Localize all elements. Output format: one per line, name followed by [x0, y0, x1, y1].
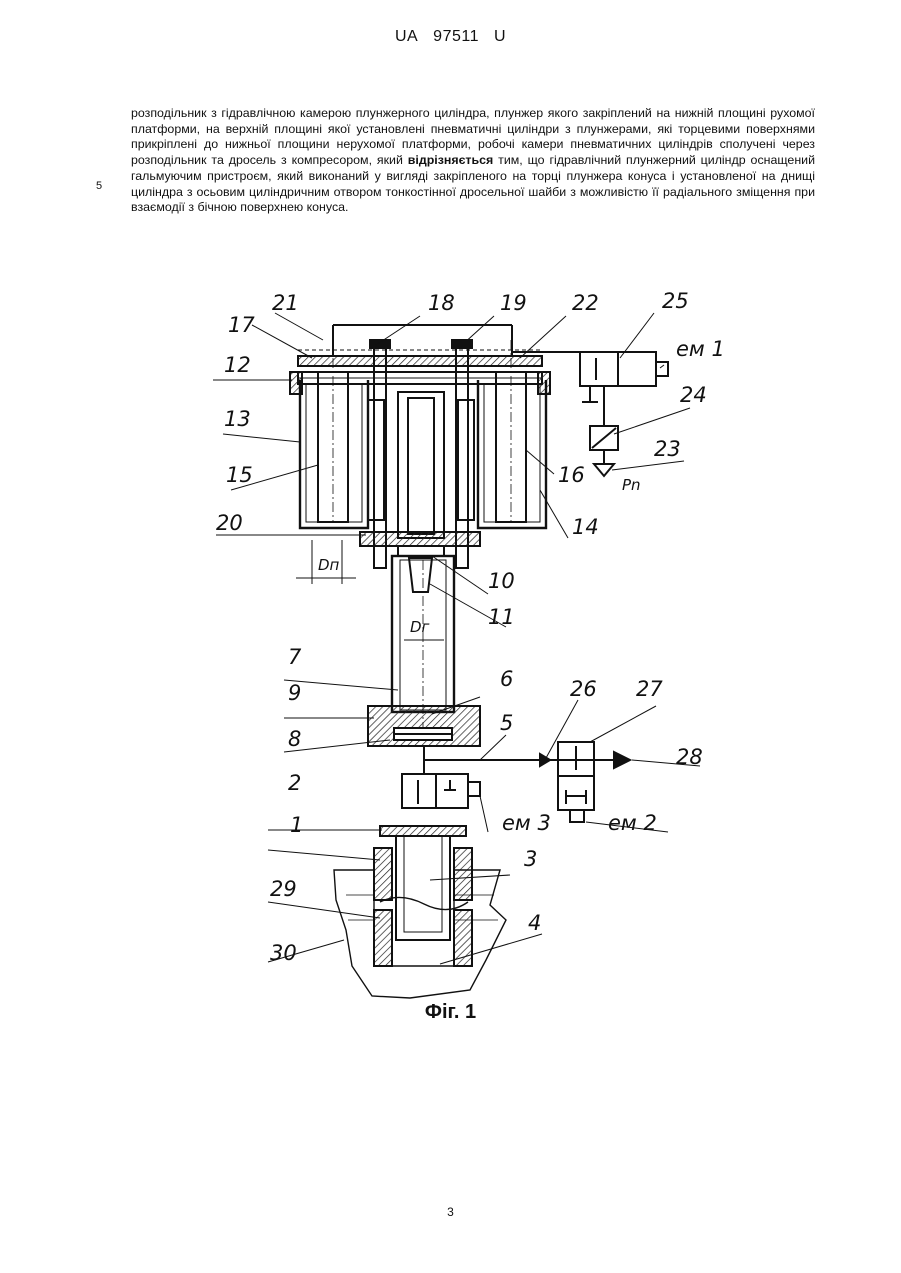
label-5: 5: [500, 711, 513, 735]
label-16: 16: [558, 463, 585, 487]
label-18: 18: [428, 291, 455, 315]
label-14: 14: [572, 515, 599, 539]
label-30: 30: [270, 941, 297, 965]
label-15: 15: [226, 463, 253, 487]
label-11: 11: [488, 605, 515, 629]
label-3: 3: [524, 847, 537, 871]
technical-drawing: 17 21 18 19 22 25 ем 1 12 13 15 20 24 23…: [200, 280, 740, 1010]
label-em2: ем 2: [608, 811, 657, 835]
label-9: 9: [288, 681, 301, 705]
label-10: 10: [488, 569, 515, 593]
label-22: 22: [572, 291, 599, 315]
label-pn: Pn: [622, 476, 641, 494]
label-8: 8: [288, 727, 301, 751]
label-4: 4: [528, 911, 541, 935]
figure-1-drawing: 17 21 18 19 22 25 ем 1 12 13 15 20 24 23…: [200, 280, 740, 1010]
label-dg: Dг: [410, 618, 430, 636]
claim-paragraph: розподільник з гідравлічною камерою плун…: [131, 106, 815, 216]
label-12: 12: [224, 353, 251, 377]
label-20: 20: [216, 511, 243, 535]
page-number: 3: [0, 1205, 901, 1219]
header-number: 97511: [433, 28, 479, 45]
label-em3: ем 3: [502, 811, 551, 835]
patent-header: UA 97511 U: [0, 28, 901, 46]
label-dp: Dп: [318, 556, 340, 574]
claim-emphasis: відрізняється: [408, 153, 493, 167]
label-13: 13: [224, 407, 251, 431]
line-number: 5: [96, 180, 102, 192]
label-23: 23: [654, 437, 681, 461]
label-21: 21: [272, 291, 299, 315]
label-1: 1: [290, 813, 303, 837]
figure-caption: Фіг. 1: [0, 1001, 901, 1024]
label-29: 29: [270, 877, 297, 901]
label-26: 26: [570, 677, 597, 701]
label-28: 28: [676, 745, 703, 769]
header-kind: U: [494, 28, 506, 45]
label-7: 7: [288, 645, 302, 669]
label-19: 19: [500, 291, 527, 315]
header-country: UA: [395, 28, 418, 45]
label-em1: ем 1: [676, 337, 725, 361]
label-6: 6: [500, 667, 513, 691]
label-2: 2: [288, 771, 301, 795]
label-27: 27: [636, 677, 663, 701]
label-25: 25: [662, 289, 689, 313]
label-24: 24: [680, 383, 707, 407]
label-17: 17: [228, 313, 255, 337]
